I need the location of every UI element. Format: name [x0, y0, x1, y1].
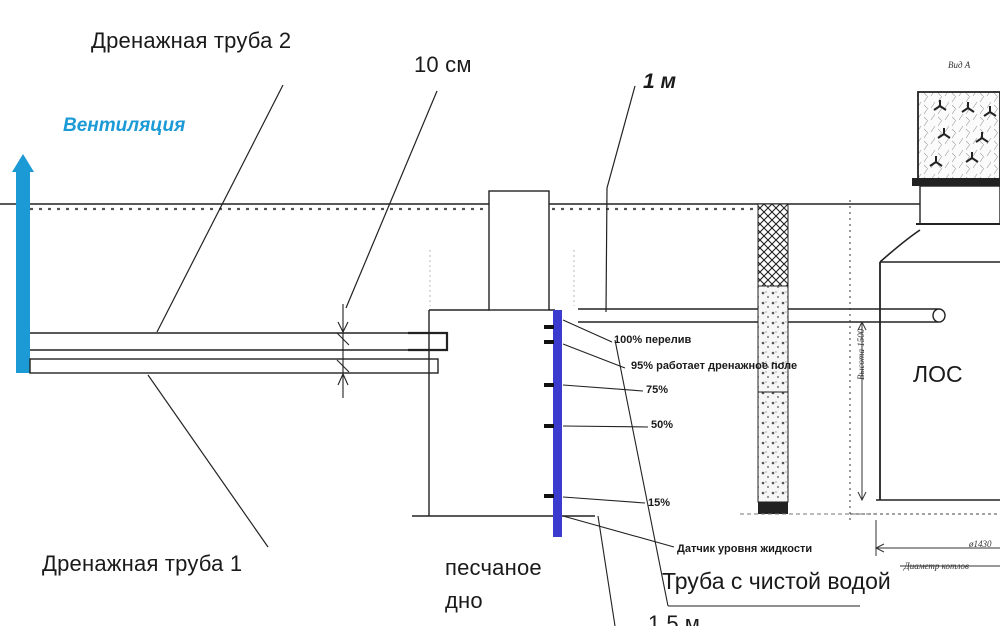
label-sandy-bottom-1: песчаное — [445, 555, 542, 580]
label-diameter-note: Диаметр котлов — [904, 561, 969, 571]
gravel-column — [740, 203, 880, 515]
level-leaders — [562, 319, 860, 627]
label-ventilation: Вентиляция — [63, 115, 186, 136]
level-label-100: 100% перелив — [614, 334, 691, 346]
label-sensor: Датчик уровня жидкости — [677, 543, 813, 555]
ventilation-pipe — [12, 154, 34, 373]
level-text: перелив — [645, 334, 692, 346]
level-percent: 95% — [631, 360, 654, 372]
label-10cm: 10 см — [414, 52, 472, 77]
label-clean-water-pipe: Труба с чистой водой — [662, 568, 891, 594]
leader-lines — [147, 84, 636, 548]
drain-pipe-2 — [30, 331, 449, 352]
label-1m: 1 м — [643, 70, 677, 93]
label-drain-pipe-2: Дренажная труба 2 — [91, 28, 292, 53]
label-drain-pipe-1: Дренажная труба 1 — [42, 551, 243, 576]
level-label-75: 75% — [646, 384, 668, 396]
level-text: работает дренажное поле — [656, 360, 798, 372]
level-label-15: 15% — [648, 497, 670, 509]
level-percent: 50% — [651, 419, 674, 431]
label-los: ЛОС — [913, 361, 963, 387]
drain-pipe-1 — [29, 358, 439, 374]
label-cut-text: 1,5 м — [648, 611, 700, 626]
label-view-a: Вид А — [948, 60, 971, 70]
level-percent: 15% — [648, 497, 671, 509]
level-label-50: 50% — [651, 419, 673, 431]
level-percent: 75% — [646, 384, 669, 396]
level-percent: 100% — [614, 334, 643, 346]
chamber — [412, 190, 595, 517]
label-dim-diameter: ø1430 — [969, 539, 992, 549]
los-tank — [849, 91, 1000, 567]
dim-10cm — [336, 304, 350, 398]
label-sandy-bottom-2: дно — [445, 588, 483, 613]
level-label-95: 95% работает дренажное поле — [631, 360, 797, 372]
sensor-bar — [544, 310, 562, 537]
label-height-note: Высота 1500 — [856, 328, 866, 380]
